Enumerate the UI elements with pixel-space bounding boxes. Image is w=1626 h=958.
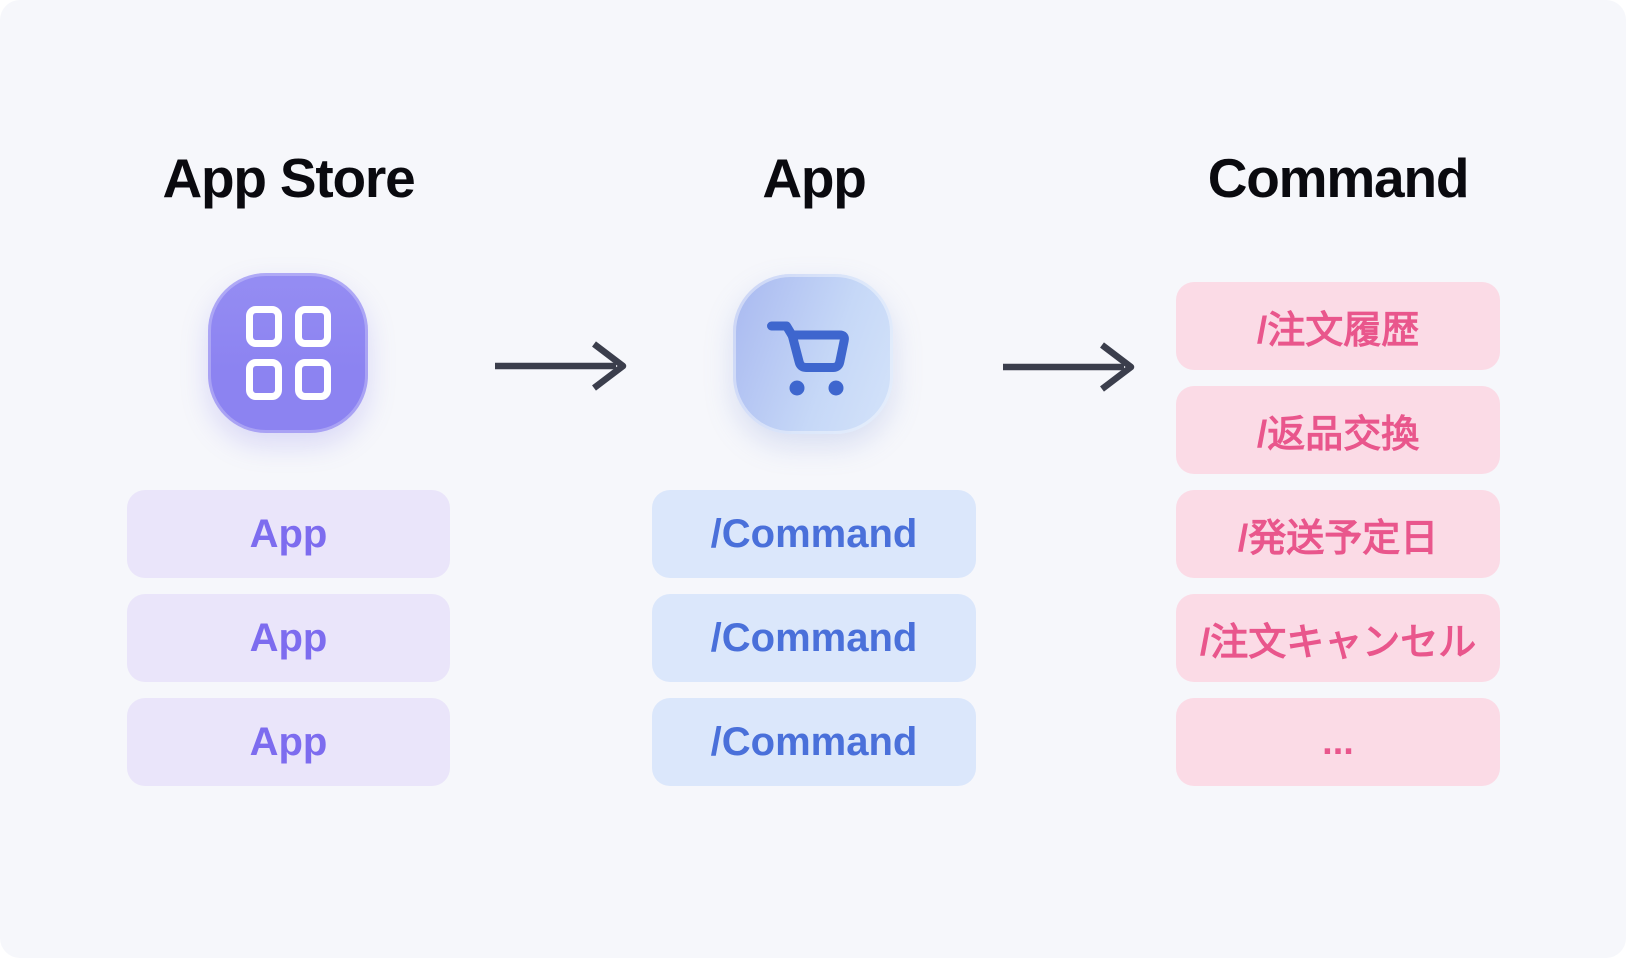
jp-command-pill-more: ... <box>1176 698 1500 786</box>
app-pill: App <box>127 594 450 682</box>
jp-command-pill-order-history: /注文履歴 <box>1176 282 1500 370</box>
arrow-app-to-command <box>1003 342 1135 392</box>
command-pill: /Command <box>652 490 976 578</box>
column-heading-app: App <box>762 147 867 209</box>
jp-command-pill-order-cancel: /注文キャンセル <box>1176 594 1500 682</box>
command-pill: /Command <box>652 594 976 682</box>
app-pill: App <box>127 698 450 786</box>
shopping-cart-glyph <box>767 321 849 396</box>
app-grid-icon <box>208 273 368 433</box>
command-pill: /Command <box>652 698 976 786</box>
jp-command-pill-list: /注文履歴 /返品交換 /発送予定日 /注文キャンセル ... <box>1176 282 1500 786</box>
grid-square <box>294 306 331 347</box>
shopping-cart-icon <box>733 274 893 434</box>
command-pill-list: /Command /Command /Command <box>652 490 976 786</box>
jp-command-pill-return-exchange: /返品交換 <box>1176 386 1500 474</box>
grid-square <box>294 359 331 400</box>
arrow-appstore-to-app <box>495 341 627 391</box>
grid-square <box>245 359 282 400</box>
column-heading-app-store: App Store <box>162 147 416 209</box>
app-pill: App <box>127 490 450 578</box>
app-pill-list: App App App <box>127 490 450 786</box>
jp-command-pill-shipping-date: /発送予定日 <box>1176 490 1500 578</box>
grid-square <box>245 306 282 347</box>
column-heading-command: Command <box>1207 147 1470 209</box>
